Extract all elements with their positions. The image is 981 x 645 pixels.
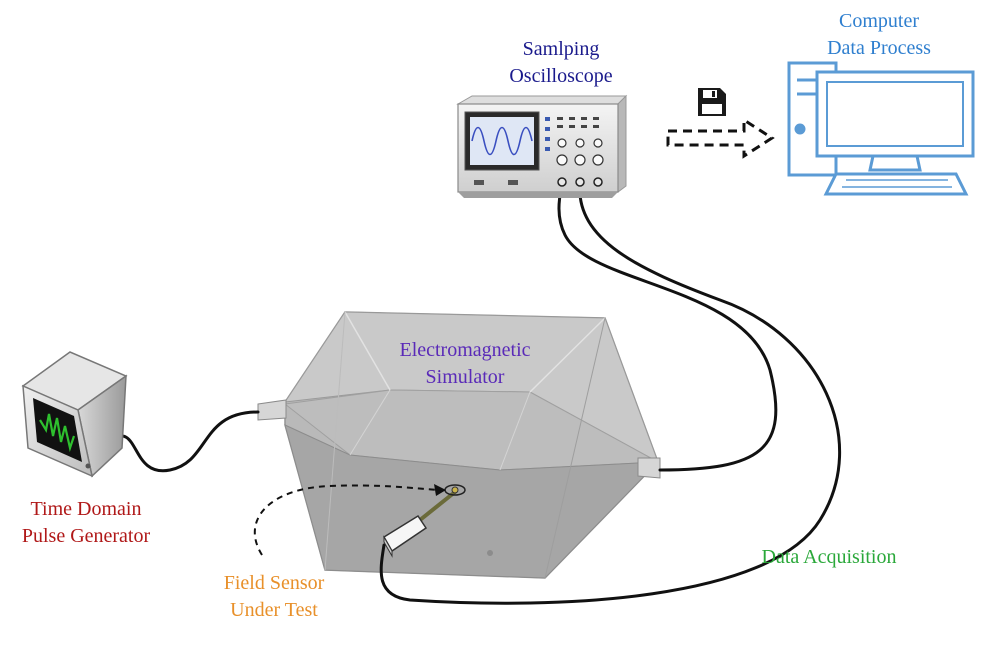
chamber-icon: [257, 311, 661, 579]
simulator-label-line1: Electromagnetic: [399, 339, 531, 361]
simulator-label-line2: Simulator: [425, 366, 505, 388]
return-cable: [557, 181, 778, 472]
generator-cable: [108, 410, 260, 473]
oscilloscope-label: Samlping Oscilloscope: [509, 36, 612, 90]
data-transfer-arrow: [666, 117, 775, 159]
pulse-generator-label-line2: Pulse Generator: [21, 525, 151, 547]
data-acquisition-cable: [379, 181, 842, 605]
data-acquisition-label-text: Data Acquisition: [761, 546, 897, 568]
computer-label: Computer Data Process: [827, 8, 931, 62]
field-sensor-label: Field Sensor Under Test: [224, 570, 325, 624]
cables: [108, 181, 842, 605]
field-sensor-label-line1: Field Sensor: [223, 572, 325, 594]
field-sensor-label-line2: Under Test: [230, 599, 318, 621]
data-acquisition-label: Data Acquisition: [762, 544, 897, 571]
sensor-placement-arrow: [253, 484, 446, 556]
floppy-disk-icon: [698, 88, 726, 116]
simulator-label: Electromagnetic Simulator: [399, 337, 530, 391]
pulse-generator-label-line1: Time Domain: [30, 498, 142, 520]
computer-label-line1: Computer: [838, 10, 919, 32]
computer-label-line2: Data Process: [827, 37, 931, 59]
oscilloscope-label-line2: Oscilloscope: [509, 65, 613, 87]
field-sensor-probe-icon: [382, 484, 466, 558]
desktop-computer-icon: [787, 61, 975, 196]
pulse-generator-monitor-icon: [21, 351, 128, 478]
oscilloscope-icon: [456, 94, 628, 198]
pulse-generator-label: Time Domain Pulse Generator: [22, 496, 150, 550]
oscilloscope-label-line1: Samlping: [522, 38, 600, 60]
